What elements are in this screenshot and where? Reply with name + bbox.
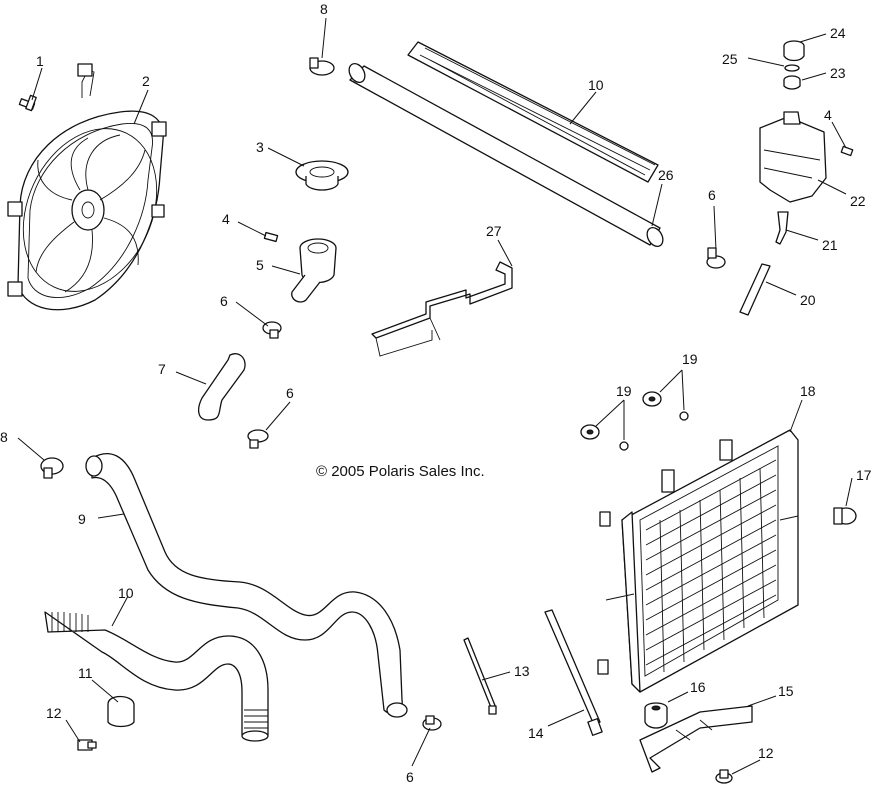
part-clamp-6b — [247, 429, 269, 449]
part-clip — [107, 695, 135, 728]
part-clamp-6c — [422, 715, 442, 731]
part-fan-assembly — [7, 63, 167, 311]
callout-8-left: 8 — [0, 429, 8, 445]
callout-17: 17 — [856, 467, 872, 483]
part-coolant-reservoir — [759, 111, 827, 203]
part-mounting-bracket — [639, 705, 753, 773]
callout-6-right: 6 — [708, 187, 716, 203]
part-straight-hose — [348, 63, 664, 247]
callout-19-lower: 19 — [616, 383, 632, 399]
callout-12-left: 12 — [46, 705, 62, 721]
part-screw-12b — [715, 769, 733, 784]
part-clamp-top — [309, 57, 335, 76]
callout-1: 1 — [36, 53, 44, 69]
part-clamp-6a — [262, 321, 282, 339]
callout-13: 13 — [514, 663, 530, 679]
callout-2: 2 — [142, 73, 150, 89]
callout-7: 7 — [158, 361, 166, 377]
callout-10-bottom: 10 — [118, 585, 134, 601]
part-elbow-hose — [197, 353, 246, 421]
callout-4-right: 4 — [824, 107, 832, 123]
callout-25: 25 — [722, 51, 738, 67]
callout-6-low: 6 — [286, 385, 294, 401]
part-clamp-6d — [706, 247, 726, 269]
callout-12-right: 12 — [758, 745, 774, 761]
callout-9: 9 — [78, 511, 86, 527]
leader-lines — [17, 17, 853, 775]
part-rod — [463, 637, 497, 715]
callout-3: 3 — [256, 139, 264, 155]
part-filler-neck — [291, 238, 337, 303]
callout-11: 11 — [78, 665, 93, 681]
callout-10-top: 10 — [588, 77, 604, 93]
callout-6-bottom: 6 — [406, 769, 414, 785]
callout-18: 18 — [800, 383, 816, 399]
part-corrugated-hose-top — [407, 41, 659, 183]
callout-22: 22 — [850, 193, 866, 209]
copyright-notice: © 2005 Polaris Sales Inc. — [316, 463, 485, 480]
part-bolt-17 — [833, 507, 857, 525]
callout-21: 21 — [822, 237, 838, 253]
part-bracket — [371, 261, 513, 357]
callout-26: 26 — [658, 167, 674, 183]
callout-27: 27 — [486, 223, 502, 239]
callout-8-top: 8 — [320, 1, 328, 17]
part-radiator — [597, 429, 799, 693]
part-clamp-left — [40, 457, 64, 479]
part-tie-strap — [544, 609, 603, 736]
callout-24: 24 — [830, 25, 846, 41]
part-fitting — [775, 211, 789, 245]
part-nuts-washers — [580, 391, 689, 451]
part-long-hose — [85, 453, 408, 718]
part-grommet — [644, 702, 668, 729]
callout-5: 5 — [256, 257, 264, 273]
callout-15: 15 — [778, 683, 794, 699]
callout-4-center: 4 — [222, 211, 230, 227]
part-screw-1 — [18, 94, 37, 112]
part-bolt-center — [263, 231, 279, 243]
part-corrugated-hose-bottom — [44, 611, 269, 742]
callout-20: 20 — [800, 292, 816, 308]
callout-19-upper: 19 — [682, 351, 698, 367]
callout-14: 14 — [528, 725, 544, 741]
part-bolt-right — [840, 145, 854, 157]
callout-16: 16 — [690, 679, 706, 695]
part-radiator-cap — [295, 160, 349, 191]
part-screw-12a — [77, 739, 97, 751]
part-small-hose — [739, 263, 771, 316]
callout-6-mid: 6 — [220, 293, 228, 309]
callout-23: 23 — [830, 65, 846, 81]
part-reservoir-cap — [783, 40, 805, 90]
